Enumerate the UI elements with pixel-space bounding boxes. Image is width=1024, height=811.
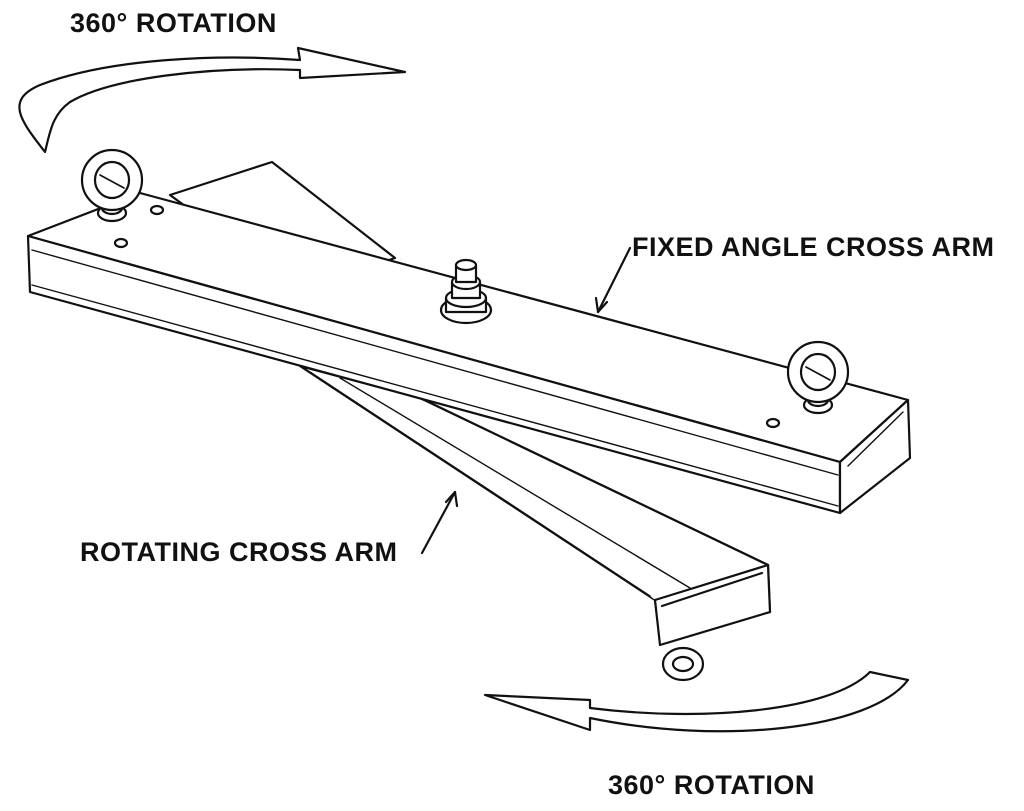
rotating-cross-arm bbox=[168, 160, 772, 682]
left-eyebolt bbox=[80, 148, 144, 223]
right-eyebolt bbox=[786, 340, 850, 415]
fixed-angle-cross-arm bbox=[26, 148, 912, 515]
top-rotation-arrow bbox=[18, 46, 407, 154]
fixed-arm-leader bbox=[594, 246, 632, 314]
rotating-cross-arm-label: ROTATING CROSS ARM bbox=[80, 537, 398, 567]
center-stud bbox=[439, 258, 493, 325]
top-rotation-label: 360° ROTATION bbox=[70, 8, 277, 38]
bottom-rotation-label: 360° ROTATION bbox=[608, 770, 815, 800]
bottom-rotation-arrow bbox=[483, 670, 910, 733]
fixed-angle-cross-arm-label: FIXED ANGLE CROSS ARM bbox=[632, 232, 995, 262]
bottom-eyebolt bbox=[661, 646, 705, 682]
rotating-arm-leader bbox=[420, 490, 459, 555]
